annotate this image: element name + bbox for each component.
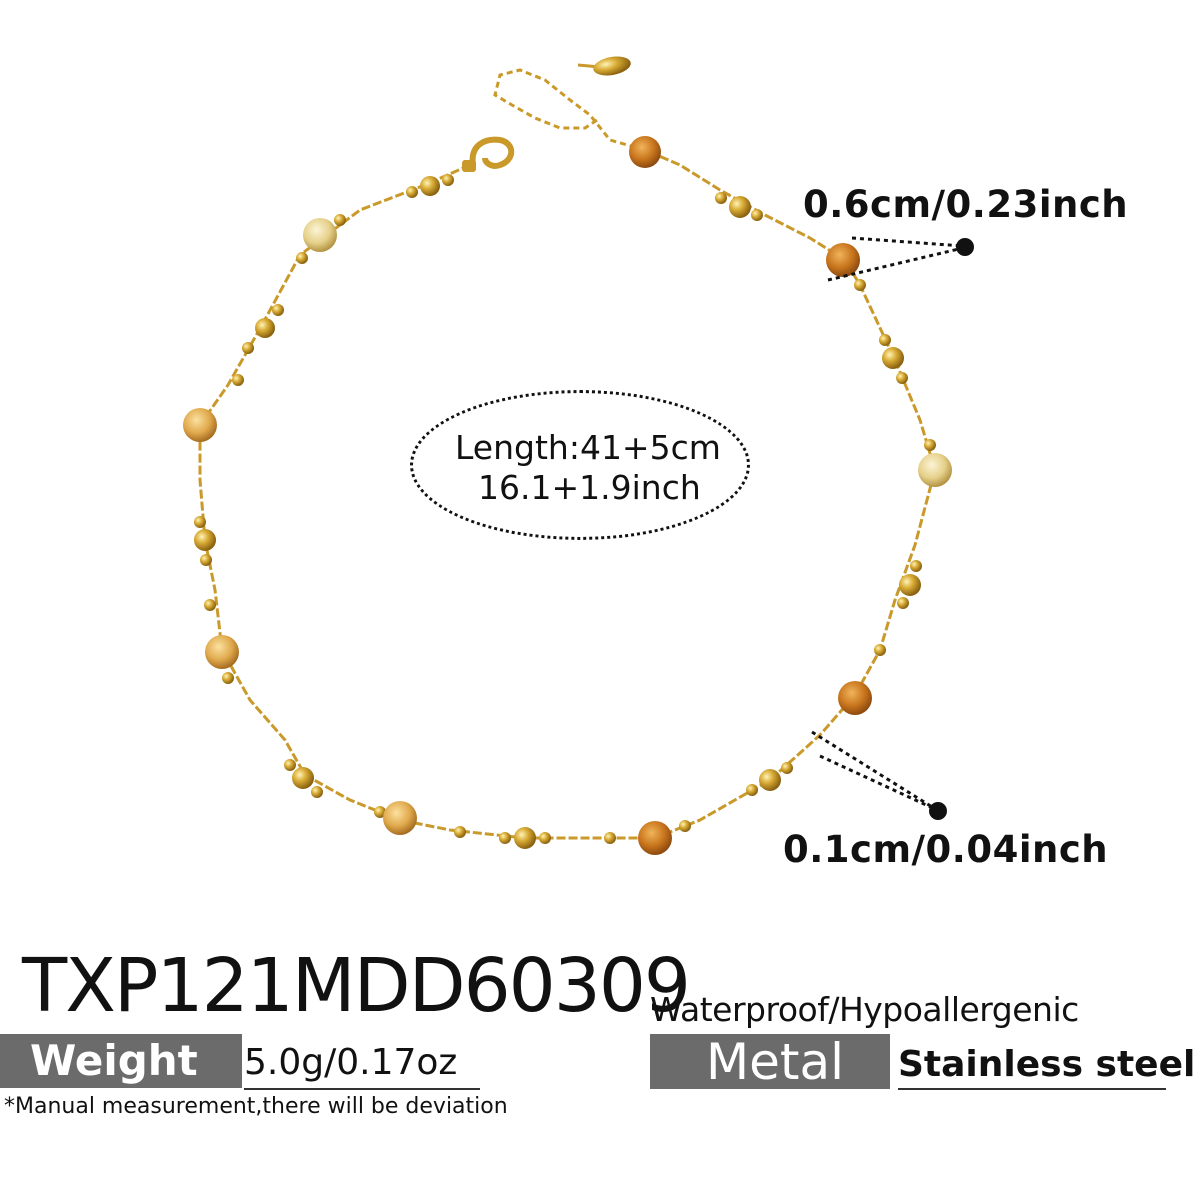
- tag-charm-icon: [577, 56, 631, 76]
- chain-size-label: 0.1cm/0.04inch: [783, 828, 1109, 871]
- weight-tag: Weight: [0, 1034, 242, 1088]
- product-code: TXP121MDD60309: [22, 943, 691, 1029]
- measure-dot-icon: [929, 802, 947, 820]
- metal-tag: Metal: [650, 1034, 890, 1090]
- measure-dot-icon: [956, 238, 974, 256]
- metal-value: Stainless steel: [898, 1040, 1195, 1090]
- measurement-note: *Manual measurement,there will be deviat…: [4, 1094, 508, 1119]
- length-ellipse: [410, 390, 750, 540]
- extender-chain: [493, 68, 646, 152]
- stone-beads: [183, 136, 952, 855]
- bead-size-label: 0.6cm/0.23inch: [803, 183, 1129, 226]
- measure-lines: [811, 236, 964, 812]
- clasp-icon: [462, 136, 515, 172]
- length-cm-label: Length:41+5cm: [455, 428, 721, 467]
- gold-beads: [194, 174, 936, 849]
- weight-value: 5.0g/0.17oz: [244, 1040, 480, 1090]
- length-inch-label: 16.1+1.9inch: [478, 468, 701, 507]
- features-label: Waterproof/Hypoallergenic: [650, 990, 1079, 1029]
